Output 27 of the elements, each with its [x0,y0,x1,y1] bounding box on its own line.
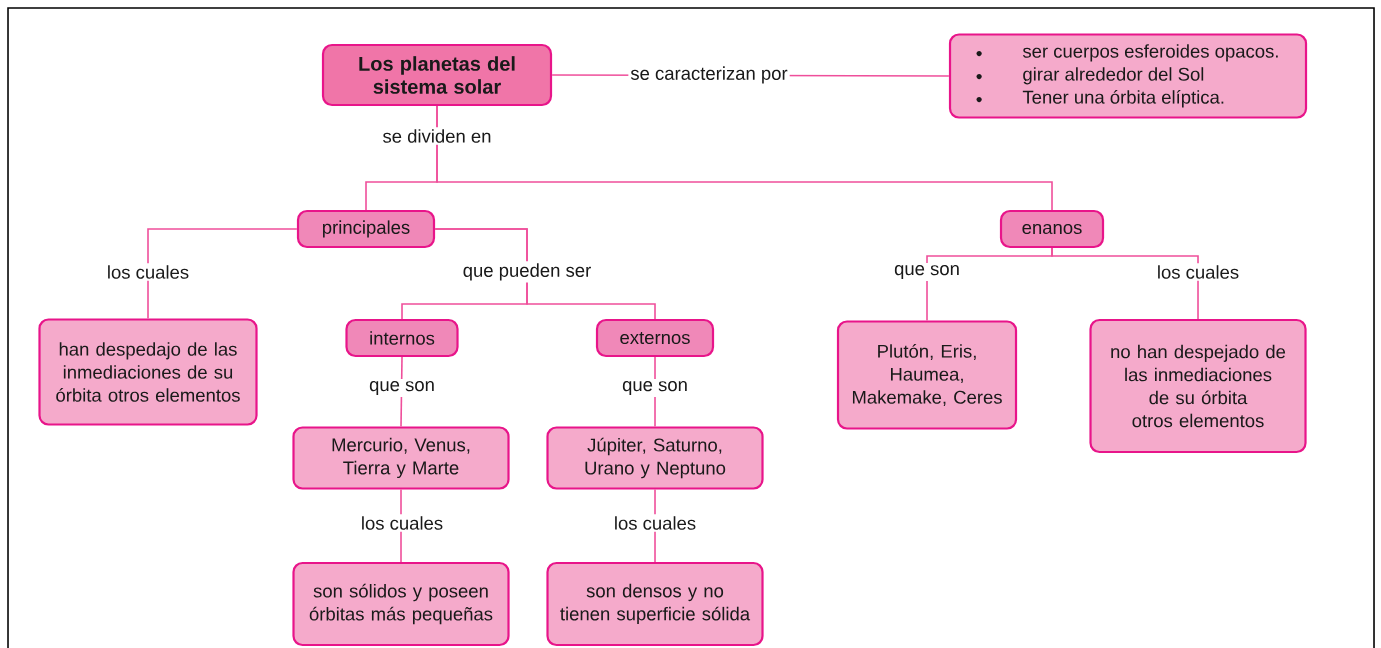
connector-line [434,228,656,320]
concept-box: internos [345,318,459,358]
edge-label: que son [620,379,690,397]
edge-label: se dividen en [380,127,494,145]
concept-box: no han despejado de las inmediaciones de su órbita otros elementos [1089,318,1307,454]
concept-box: Júpiter, Saturno, Urano y Neptuno [546,426,764,490]
concept-box: Los planetas del sistema solar [321,43,553,107]
edge-label: que son [367,379,437,397]
edge-label: se caracterizan por [628,64,790,86]
edge-label: que pueden ser [460,261,594,283]
connector-line [1051,247,1199,320]
concept-box: son densos y no tienen superficie sólida [546,561,764,647]
edge-label: que son [892,263,962,281]
edge-label: los cuales [611,514,699,532]
concept-box: Mercurio, Venus, Tierra y Marte [292,426,510,490]
concept-box: Plutón, Eris, Haumea, Makemake, Ceres [836,320,1018,430]
concept-box: enanos [999,209,1105,249]
bullet-list-box: ser cuerpos esferoides opacos. girar alrededor del Sol Tener una órbita elíptica. [948,33,1308,119]
connector-line [436,105,1053,211]
concept-box: externos [595,318,715,358]
concept-box: principales [296,209,436,249]
concept-box: son sólidos y poseen órbitas más pequeñas [292,561,510,647]
edge-label: los cuales [358,514,446,532]
concept-box: han despedajo de las inmediaciones de su órbita otros elementos [38,318,258,426]
edge-label: los cuales [104,263,192,281]
connector-line [147,228,298,320]
edge-label: los cuales [1154,263,1242,281]
